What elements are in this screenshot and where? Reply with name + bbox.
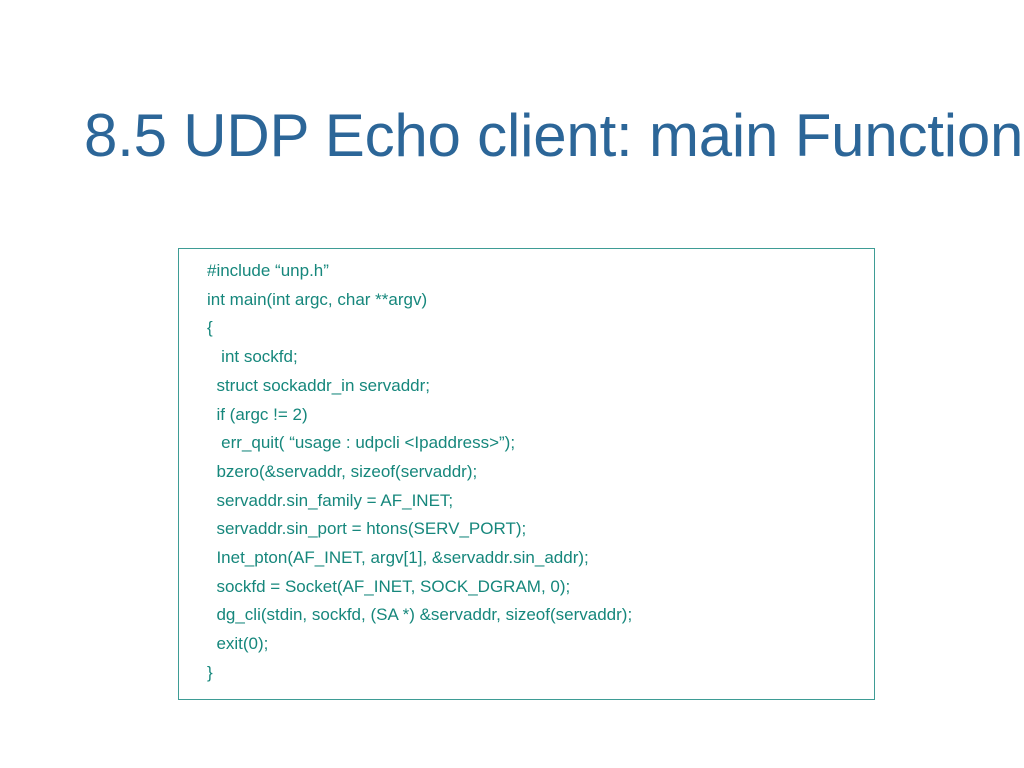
code-block: #include “unp.h” int main(int argc, char… xyxy=(178,248,875,700)
code-line: Inet_pton(AF_INET, argv[1], &servaddr.si… xyxy=(207,548,589,568)
code-line: int sockfd; xyxy=(207,347,298,367)
code-line: int main(int argc, char **argv) xyxy=(207,289,428,309)
code-line: servaddr.sin_port = htons(SERV_PORT); xyxy=(207,519,527,539)
code-line: dg_cli(stdin, sockfd, (SA *) &servaddr, … xyxy=(207,605,633,625)
code-line: sockfd = Socket(AF_INET, SOCK_DGRAM, 0); xyxy=(207,576,571,596)
code-line: #include “unp.h” xyxy=(207,261,329,280)
code-line: servaddr.sin_family = AF_INET; xyxy=(207,490,454,510)
code-line: err_quit( “usage : udpcli <Ipaddress>”); xyxy=(207,433,516,453)
code-line: if (argc != 2) xyxy=(207,404,308,424)
code-line: struct sockaddr_in servaddr; xyxy=(207,375,430,395)
page-title: 8.5 UDP Echo client: main Function xyxy=(84,102,1024,169)
code-line-list: #include “unp.h” int main(int argc, char… xyxy=(207,257,868,688)
code-line: exit(0); xyxy=(207,634,269,654)
code-line: { xyxy=(207,318,213,338)
code-line: } xyxy=(207,662,213,682)
code-line: bzero(&servaddr, sizeof(servaddr); xyxy=(207,461,478,481)
